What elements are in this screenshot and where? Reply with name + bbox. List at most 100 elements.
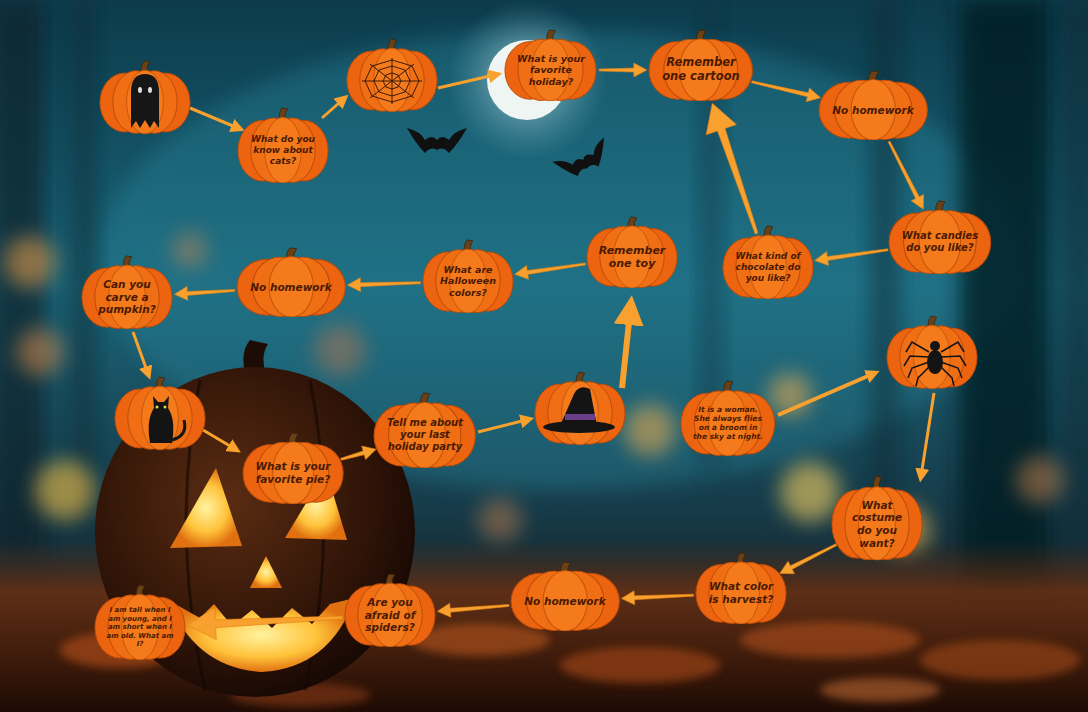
space-text-group: It is a woman. She always flies on a bro… xyxy=(693,405,763,441)
leaves xyxy=(740,622,920,658)
space-text-group: Are you afraid of spiders? xyxy=(356,596,424,634)
path-arrow xyxy=(780,544,837,574)
cat-pumpkin xyxy=(115,377,205,450)
pumpkin-outline xyxy=(723,226,813,299)
path-arrow xyxy=(815,249,888,266)
witch-hat-icon xyxy=(560,387,597,426)
space-text: What candies do you like? xyxy=(898,230,982,254)
space-text: What is your favorite pie? xyxy=(251,460,335,485)
space-text-group: What is your favorite holiday? xyxy=(517,53,585,87)
pumpkin-space: Can you carve a pumpkin? xyxy=(81,255,173,329)
pumpkin-space: No homework xyxy=(818,70,928,140)
ghost-eye xyxy=(138,87,142,93)
jack-o-lantern xyxy=(95,367,415,697)
web-strand xyxy=(370,64,414,98)
path-arrow xyxy=(888,141,924,209)
bokeh-light xyxy=(4,236,56,288)
tree-trunk xyxy=(1060,0,1088,600)
space-text-group: What costume do you want? xyxy=(843,499,911,549)
pumpkin-space: What are Halloween colors? xyxy=(422,239,514,313)
space-text-group: What candies do you like? xyxy=(898,230,982,254)
path-arrow xyxy=(706,103,758,234)
lantern-mouth xyxy=(168,598,355,672)
space-text: I am tall when I am young, and I am shor… xyxy=(104,606,176,648)
path-arrow xyxy=(622,322,629,388)
space-text-group: No homework xyxy=(832,104,913,117)
space-text: Remember one cartoon xyxy=(661,56,741,84)
path-arrow xyxy=(478,421,522,432)
space-text: Can you carve a pumpkin? xyxy=(93,278,161,316)
cat-icon xyxy=(149,396,174,443)
bat xyxy=(552,138,614,184)
pumpkin-outline xyxy=(587,217,677,288)
pumpkin-outline xyxy=(832,476,922,560)
cat-eye xyxy=(156,406,159,409)
pumpkin-outline xyxy=(374,393,475,468)
space-text-group: What do you know about cats? xyxy=(250,134,316,166)
pumpkin-space: What kind of chocolate do you like? xyxy=(722,225,814,299)
leaves xyxy=(560,647,720,683)
path-arrow xyxy=(341,446,376,460)
pumpkin-space: No homework xyxy=(510,561,620,631)
web-pumpkin xyxy=(347,39,437,112)
bokeh-light xyxy=(35,460,95,520)
spider-legs xyxy=(904,342,966,386)
space-text-group: Remember one cartoon xyxy=(661,56,741,84)
space-text: Remember one toy xyxy=(592,244,672,270)
leaves xyxy=(820,678,940,702)
ghost-eye xyxy=(148,87,152,93)
spider-web-icon xyxy=(362,58,422,104)
ghost-icon xyxy=(131,74,159,128)
space-text-group: What color is harvest? xyxy=(705,580,777,605)
path-arrow xyxy=(188,608,343,640)
path-arrow xyxy=(190,108,233,126)
bokeh-light xyxy=(314,324,366,376)
pumpkin-space: It is a woman. She always flies on a bro… xyxy=(680,380,776,456)
lantern-nose xyxy=(250,556,282,588)
bokeh-light xyxy=(16,328,64,376)
bokeh-light xyxy=(780,462,840,522)
bat xyxy=(407,128,467,153)
pumpkin-space: What is your favorite holiday? xyxy=(504,29,597,101)
pumpkin-space: What candies do you like? xyxy=(888,200,992,274)
space-text-group: I am tall when I am young, and I am shor… xyxy=(104,606,176,648)
space-text-group: Remember one toy xyxy=(592,244,672,270)
path-arrow xyxy=(621,591,693,605)
path-arrow xyxy=(438,76,490,88)
pumpkin-outline xyxy=(505,30,596,101)
path-arrow xyxy=(322,103,339,118)
pumpkin-space: What do you know about cats? xyxy=(237,107,329,183)
pumpkin-outline xyxy=(649,30,752,101)
pumpkin-outline xyxy=(423,240,513,313)
spider-leg xyxy=(904,356,929,366)
hat-pumpkin xyxy=(535,372,625,445)
spider-leg xyxy=(941,356,966,366)
path-arrow xyxy=(174,286,234,300)
lantern-eye xyxy=(170,468,242,548)
web-ring xyxy=(383,73,401,89)
path-arrow xyxy=(203,430,230,446)
space-text: No homework xyxy=(524,595,605,608)
path-arrow xyxy=(751,81,820,102)
space-text-group: Can you carve a pumpkin? xyxy=(93,278,161,316)
bokeh-light xyxy=(172,232,208,268)
cat-eye xyxy=(164,406,167,409)
pumpkin-space: No homework xyxy=(236,247,346,317)
pumpkin-outline xyxy=(237,248,345,317)
pumpkin-space: What color is harvest? xyxy=(695,552,787,624)
pumpkin-outline xyxy=(345,574,435,647)
pumpkin-outline xyxy=(696,553,786,624)
web-ring xyxy=(374,66,410,96)
space-text: What costume do you want? xyxy=(843,499,911,549)
space-text: Are you afraid of spiders? xyxy=(356,596,424,634)
pumpkin-space: Remember one toy xyxy=(586,216,678,288)
tree-trunk xyxy=(70,0,96,520)
hat-band xyxy=(565,414,595,420)
bokeh-light xyxy=(478,498,522,542)
pumpkin-outline xyxy=(238,108,328,183)
space-text-group: What is your favorite pie? xyxy=(251,460,335,485)
space-text: What are Halloween colors? xyxy=(433,264,503,298)
leaves xyxy=(920,640,1080,680)
space-text: No homework xyxy=(250,281,331,294)
